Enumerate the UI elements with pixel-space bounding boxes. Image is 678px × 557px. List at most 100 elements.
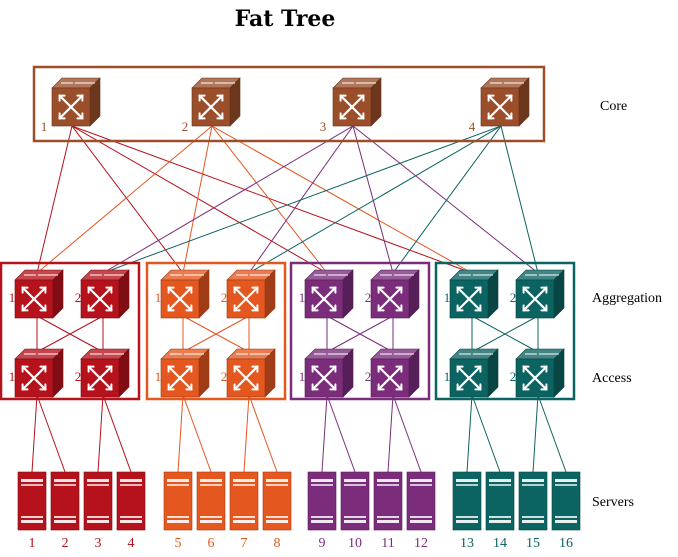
server-label: 4	[128, 536, 135, 551]
server-label: 3	[95, 536, 102, 551]
access-server-link	[387, 394, 394, 473]
aggregation-switch-icon	[160, 269, 210, 319]
access-server-link	[97, 394, 104, 473]
aggregation-switch-label: 2	[75, 290, 82, 305]
aggregation-switch-label: 2	[365, 290, 372, 305]
access-switch-label: 2	[221, 369, 228, 384]
server-label: 13	[460, 536, 474, 551]
core-agg-link	[102, 125, 354, 274]
core-agg-link	[71, 125, 184, 274]
access-switch-label: 1	[299, 369, 306, 384]
core-agg-link	[352, 125, 394, 274]
pod-group-box	[289, 261, 431, 401]
server-icon	[196, 471, 226, 531]
core-agg-link	[36, 125, 213, 274]
core-switch-icon	[191, 77, 241, 127]
access-server-link	[392, 394, 422, 473]
access-server-link	[532, 394, 539, 473]
access-switch-icon	[449, 348, 499, 398]
server-icon	[551, 471, 581, 531]
access-switch-icon	[226, 348, 276, 398]
core-agg-link	[71, 125, 328, 274]
core-agg-link	[102, 125, 502, 274]
aggregation-switch-label: 1	[9, 290, 16, 305]
aggregation-switch-icon	[515, 269, 565, 319]
agg-access-link	[326, 315, 394, 353]
server-icon	[373, 471, 403, 531]
core-agg-link	[392, 125, 502, 274]
aggregation-switch-icon	[80, 269, 130, 319]
core-switch-icon	[51, 77, 101, 127]
aggregation-switch-label: 2	[221, 290, 228, 305]
server-icon	[116, 471, 146, 531]
access-switch-label: 2	[75, 369, 82, 384]
aggregation-switch-icon	[449, 269, 499, 319]
core-switch-label: 2	[182, 119, 189, 134]
access-server-link	[537, 394, 567, 473]
access-server-link	[471, 394, 501, 473]
core-agg-link	[352, 125, 539, 274]
pod-group-box	[145, 261, 287, 401]
access-switch-label: 2	[365, 369, 372, 384]
core-switch-label: 3	[320, 119, 327, 134]
access-layer-label: Access	[592, 371, 632, 386]
server-label: 10	[348, 536, 362, 551]
server-icon	[262, 471, 292, 531]
server-label: 12	[414, 536, 428, 551]
access-server-link	[248, 394, 278, 473]
aggregation-switch-icon	[226, 269, 276, 319]
core-agg-link	[36, 125, 73, 274]
agg-access-link	[182, 315, 250, 353]
access-server-link	[326, 394, 356, 473]
server-label: 6	[208, 536, 215, 551]
server-label: 1	[29, 536, 36, 551]
server-icon	[50, 471, 80, 531]
access-switch-icon	[14, 348, 64, 398]
core-agg-link	[182, 125, 213, 274]
agg-access-link	[36, 315, 104, 353]
group-boxes	[0, 65, 576, 401]
access-server-link	[243, 394, 250, 473]
server-icon	[17, 471, 47, 531]
core-agg-link	[248, 125, 502, 274]
pod-group-box	[434, 261, 576, 401]
core-group-box	[32, 65, 546, 143]
aggregation-switch-label: 1	[155, 290, 162, 305]
server-label: 14	[493, 536, 507, 551]
server-icon	[406, 471, 436, 531]
core-switch-label: 1	[41, 119, 48, 134]
server-icon	[229, 471, 259, 531]
server-icon	[340, 471, 370, 531]
pod-group-box	[0, 261, 141, 401]
access-switch-label: 1	[155, 369, 162, 384]
server-icon	[307, 471, 337, 531]
server-label: 2	[62, 536, 69, 551]
server-label: 5	[175, 536, 182, 551]
server-label: 7	[241, 536, 248, 551]
server-label: 9	[319, 536, 326, 551]
server-label: 16	[559, 536, 573, 551]
access-switch-icon	[370, 348, 420, 398]
server-icon	[452, 471, 482, 531]
aggregation-switch-icon	[304, 269, 354, 319]
access-server-link	[31, 394, 38, 473]
access-server-link	[177, 394, 184, 473]
server-icon	[83, 471, 113, 531]
servers-layer-label: Servers	[592, 495, 634, 510]
aggregation-switch-label: 1	[444, 290, 451, 305]
server-label: 8	[274, 536, 281, 551]
diagram-title: Fat Tree	[235, 6, 336, 32]
access-switch-icon	[304, 348, 354, 398]
access-switch-label: 1	[9, 369, 16, 384]
server-label: 11	[381, 536, 394, 551]
agg-access-link	[471, 315, 539, 353]
core-switch-label: 4	[469, 119, 476, 134]
core-switch-icon	[332, 77, 382, 127]
server-label: 15	[526, 536, 540, 551]
access-switch-label: 1	[444, 369, 451, 384]
server-icon	[518, 471, 548, 531]
server-icon	[163, 471, 193, 531]
access-switch-label: 2	[510, 369, 517, 384]
